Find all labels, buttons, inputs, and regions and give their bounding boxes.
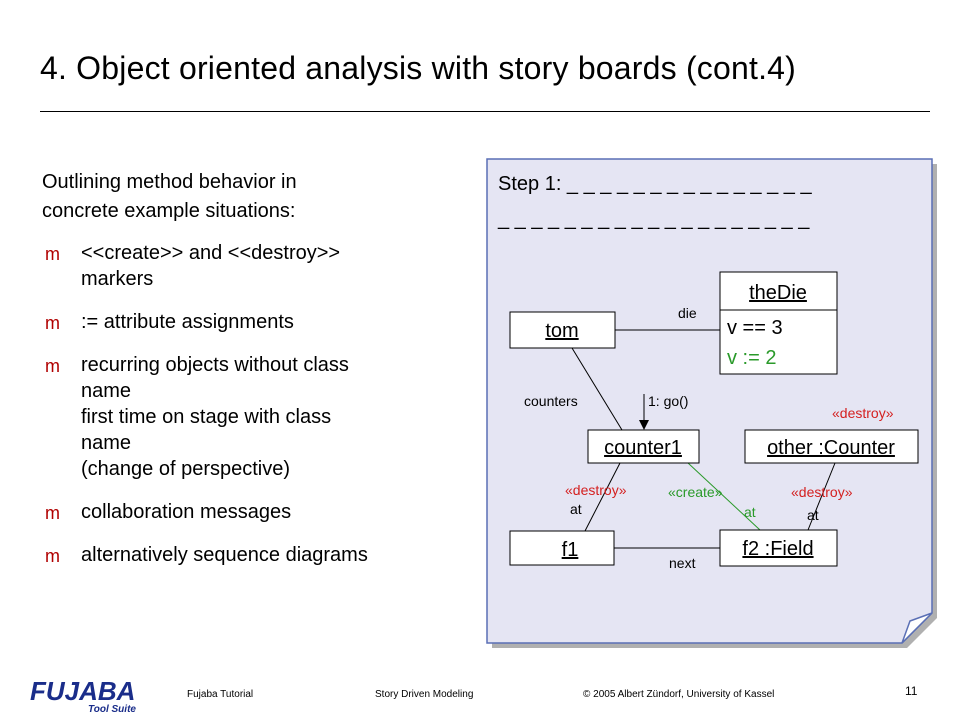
bullet-marker-icon: m [45, 244, 60, 264]
object-f1 [509, 530, 615, 566]
thedie-attribute-check: v == 3 [727, 317, 783, 339]
object-f2-field [719, 529, 838, 567]
bullet-marker-icon: m [45, 503, 60, 523]
fujaba-logo: FUJABA Tool Suite [30, 676, 136, 714]
message-label: 1: go() [648, 393, 688, 409]
footer-right: © 2005 Albert Zündorf, University of Kas… [583, 689, 775, 700]
link-tom-counter1 [571, 347, 623, 431]
object-other-counter [744, 429, 919, 464]
bullet-item: m <<create>> and <<destroy>> markers [45, 240, 485, 292]
logo-wordmark: FUJABA [30, 676, 135, 706]
link-label-next: next [669, 555, 696, 571]
object-thedie [719, 271, 838, 375]
thedie-attribute-assign: v := 2 [727, 347, 776, 369]
bullet-text: <<create>> and <<destroy>> markers [81, 242, 341, 290]
object-counter1-name: counter1 [604, 437, 682, 459]
intro-line-1: Outlining method behavior in [42, 171, 297, 193]
bullet-text: collaboration messages [81, 501, 292, 523]
object-tom [509, 311, 616, 349]
logo-subtitle: Tool Suite [88, 704, 136, 714]
link-counter1-f2 [687, 462, 761, 531]
bullet-item: m := attribute assignments [45, 309, 485, 335]
intro-text: Outlining method behavior in concrete ex… [42, 168, 297, 226]
object-tom-name: tom [545, 320, 578, 342]
bullet-item: m collaboration messages [45, 499, 485, 525]
link-label-at-mid: at [744, 504, 756, 520]
footer-center: Story Driven Modeling [375, 689, 474, 700]
title-divider [40, 111, 930, 112]
bullet-list: m <<create>> and <<destroy>> markers m :… [45, 240, 485, 585]
message-arrow-head-icon [639, 420, 649, 430]
bullet-text: alternatively sequence diagrams [81, 544, 368, 566]
destroy-marker-other: «destroy» [832, 405, 894, 421]
link-label-die: die [678, 305, 697, 321]
link-counter1-f1 [584, 462, 621, 532]
bullet-marker-icon: m [45, 313, 60, 333]
note-fold-corner [901, 612, 933, 644]
step-line-1: Step 1: _ _ _ _ _ _ _ _ _ _ _ _ _ _ _ [498, 173, 812, 195]
object-counter1 [587, 429, 700, 464]
intro-line-2: concrete example situations: [42, 200, 296, 222]
footer-left: Fujaba Tutorial [187, 689, 254, 700]
object-thedie-name: theDie [749, 282, 807, 304]
bullet-marker-icon: m [45, 356, 60, 376]
bullet-text: recurring objects without class name fir… [81, 354, 349, 480]
page-number: 11 [905, 684, 918, 698]
destroy-marker-other-f2: «destroy» [791, 484, 853, 500]
bullet-item: m recurring objects without class name f… [45, 352, 485, 482]
link-label-at-left: at [570, 501, 582, 517]
link-label-at-right: at [807, 507, 819, 523]
object-f2-field-name: f2 :Field [742, 538, 813, 560]
link-label-counters: counters [524, 393, 578, 409]
object-other-counter-name: other :Counter [767, 437, 895, 459]
step-line-2: _ _ _ _ _ _ _ _ _ _ _ _ _ _ _ _ _ _ _ [497, 208, 810, 230]
create-marker: «create» [668, 484, 723, 500]
bullet-text: := attribute assignments [81, 311, 294, 333]
bullet-marker-icon: m [45, 546, 60, 566]
bullet-item: m alternatively sequence diagrams [45, 542, 485, 568]
slide-title: 4. Object oriented analysis with story b… [40, 50, 797, 86]
object-f1-name: f1 [562, 539, 579, 561]
link-other-f2 [807, 462, 836, 531]
destroy-marker-counter1-f1: «destroy» [565, 482, 627, 498]
